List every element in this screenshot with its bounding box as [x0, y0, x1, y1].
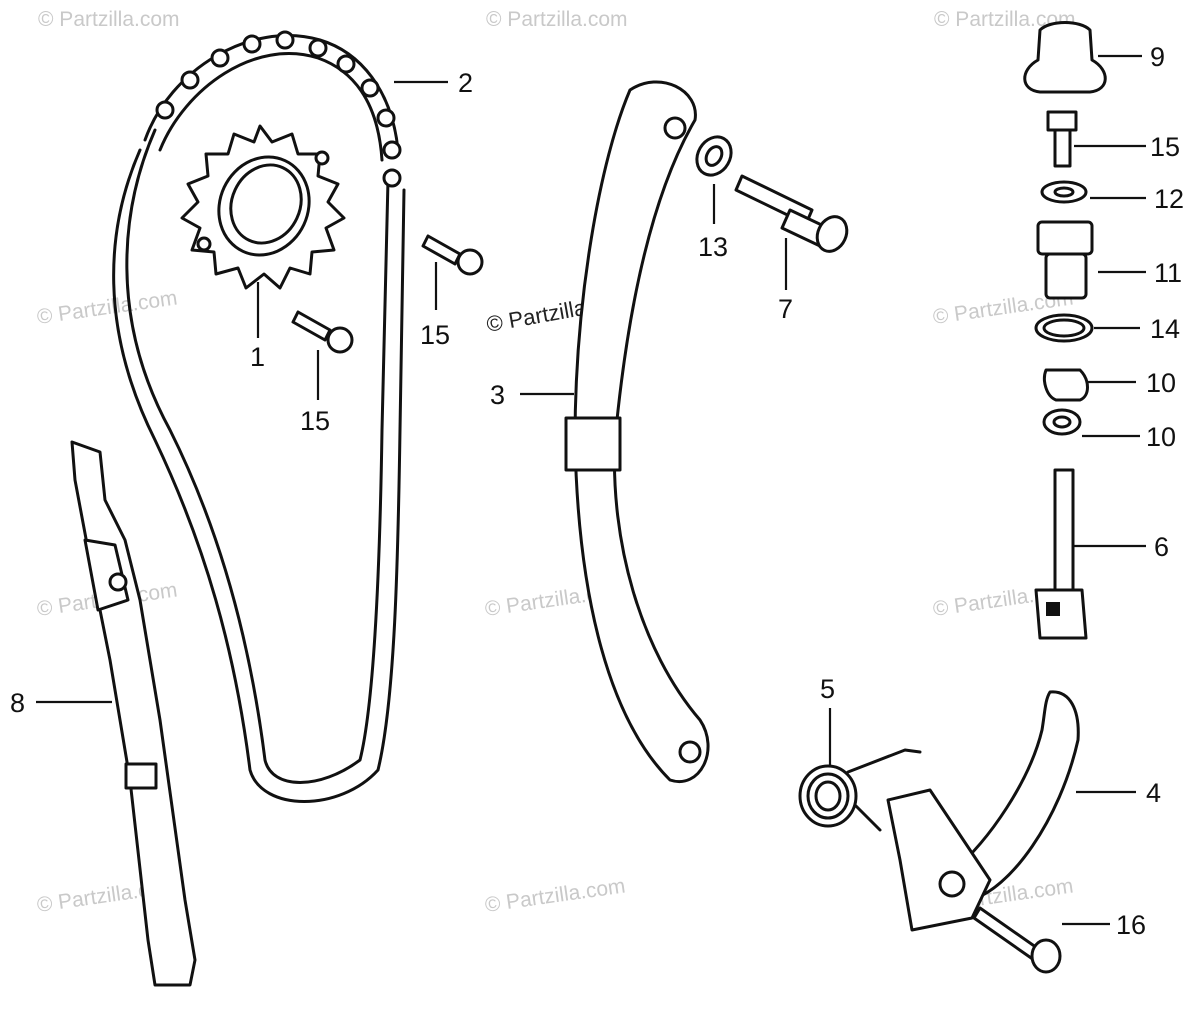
watermark: © Partzilla.com: [483, 874, 626, 916]
callout-1: 1: [250, 342, 265, 372]
callout-13: 13: [698, 232, 728, 262]
callout-7: 7: [778, 294, 793, 324]
cam-sprocket-part: [180, 124, 346, 290]
callout-10-lower: 10: [1146, 422, 1176, 452]
chain-guide-part: [70, 440, 197, 987]
callout-16: 16: [1116, 910, 1146, 940]
tensioner-slipper-part: [564, 80, 710, 784]
callout-labels: 1 2 3 4 5 6 7 8 9 10 10 11 12 13 14 15 1…: [10, 42, 1184, 940]
watermark: © Partzilla.com: [934, 8, 1076, 31]
callout-15-center: 15: [420, 320, 450, 350]
callout-2: 2: [458, 68, 473, 98]
callout-5: 5: [820, 674, 835, 704]
callout-4: 4: [1146, 778, 1161, 808]
callout-14: 14: [1150, 314, 1180, 344]
pivot-bolt-part: [734, 174, 849, 253]
bolt-16-part: [972, 906, 1062, 974]
washer-part: [695, 135, 733, 177]
callout-3: 3: [490, 380, 505, 410]
bolt-small-part: [1046, 110, 1078, 168]
callout-9: 9: [1150, 42, 1165, 72]
push-rod-part: [1034, 468, 1088, 640]
watermark: © Partzilla.com: [35, 286, 178, 328]
washer-12-part: [1040, 180, 1088, 204]
o-ring-part: [1034, 313, 1094, 343]
adjuster-bolt-part: [1036, 220, 1094, 300]
tensioner-arm-part: [886, 690, 1080, 932]
callout-8: 8: [10, 688, 25, 718]
callout-11: 11: [1154, 258, 1182, 288]
callout-10-upper: 10: [1146, 368, 1176, 398]
chain-links-top: [143, 30, 402, 188]
watermark: © Partzilla.com: [486, 8, 628, 31]
callout-12: 12: [1154, 184, 1184, 214]
collar-part: [1042, 368, 1089, 436]
bolt-part: [421, 234, 484, 276]
watermark: © Partzilla.com: [38, 8, 180, 31]
sealing-cap-part: [1023, 21, 1107, 94]
callout-6: 6: [1154, 532, 1169, 562]
cam-chain-part: [112, 30, 406, 803]
bolt-part: [291, 310, 354, 354]
leader-lines: [36, 54, 1146, 926]
callout-15-right: 15: [1150, 132, 1180, 162]
callout-15-left: 15: [300, 406, 330, 436]
spring-part: [798, 748, 922, 832]
watermark-layer: © Partzilla.com © Partzilla.com © Partzi…: [35, 8, 1075, 917]
